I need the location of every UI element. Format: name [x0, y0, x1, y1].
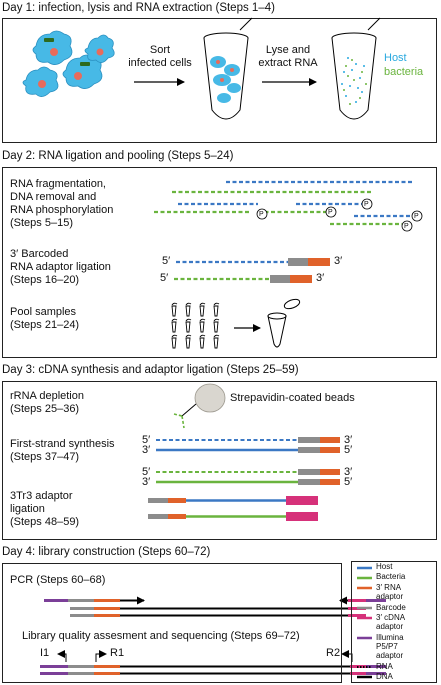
legend-illumina: Illumina P5/P7 adaptor: [376, 633, 404, 660]
phosphate-label: P: [328, 209, 333, 216]
three-prime-label: 3′: [344, 434, 353, 446]
first-strand-bacteria: [156, 469, 340, 485]
seq-label: Library quality assesment and sequencing…: [22, 630, 300, 642]
i1-label: I1: [40, 647, 50, 659]
day2-step-pool: Pool samples (Steps 21–24): [10, 306, 80, 331]
pcr-strand-1: [44, 596, 145, 605]
five-prime-label: 5′: [142, 466, 151, 478]
seq-strand-bottom: [40, 672, 386, 675]
ligated-host-rna: [176, 258, 330, 266]
five-prime-label: 5′: [142, 434, 151, 446]
beads-label: Strepavidin-coated beads: [230, 392, 355, 404]
legend-rna-adaptor: 3′ RNA adaptor: [376, 583, 404, 601]
pooled-tube-icon: [267, 298, 301, 348]
day2-panel: [2, 167, 437, 358]
phosphate-label: P: [404, 223, 409, 230]
day4-title: Day 4: library construction (Steps 60–72…: [2, 546, 211, 558]
adaptor-ligated-bacteria: [148, 512, 318, 521]
r2-label: R2: [326, 647, 341, 659]
three-prime-label: 3′: [344, 466, 353, 478]
first-strand-host: [156, 437, 340, 453]
legend-barcode: Barcode: [376, 603, 406, 612]
day4-panel: [2, 563, 342, 683]
tube-rna-icon: [331, 17, 381, 120]
sample-tubes-icon: [171, 302, 220, 349]
phosphate-label: P: [414, 213, 419, 220]
legend-host: Host: [376, 562, 393, 571]
phosphate-label: P: [364, 201, 369, 208]
bead-icon: [173, 383, 226, 429]
day3-step-depletion: rRNA depletion (Steps 25–36): [10, 390, 84, 415]
tube-cells-icon: [203, 17, 253, 120]
host-label: Host: [384, 52, 407, 64]
day1-title: Day 1: infection, lysis and RNA extracti…: [2, 2, 275, 14]
phosphate-label: P: [259, 211, 264, 218]
legend-box: [351, 561, 437, 683]
day3-step-first-strand: First-strand synthesis (Steps 37–47): [10, 438, 115, 463]
lyse-label: Lyse and extract RNA: [258, 44, 318, 69]
day3-step-adaptor: 3Tr3 adaptor ligation (Steps 48–59): [10, 490, 80, 528]
day3-title: Day 3: cDNA synthesis and adaptor ligati…: [2, 364, 299, 376]
fragments-group: [154, 180, 412, 226]
day1-panel: [2, 18, 437, 143]
bacteria-label: bacteria: [384, 66, 424, 78]
five-prime-label: 5′: [344, 444, 353, 456]
legend-rna: RNA: [376, 662, 393, 671]
three-prime-label: 3′: [316, 272, 325, 284]
day2-step-fragmentation: RNA fragmentation, DNA removal and RNA p…: [10, 178, 114, 229]
legend-dna: DNA: [376, 672, 393, 681]
infected-cells-icon: [22, 30, 115, 97]
day2-step-ligation: 3′ Barcoded RNA adaptor ligation (Steps …: [10, 248, 111, 286]
phosphate-marks: [256, 198, 423, 232]
five-prime-label: 5′: [162, 255, 171, 267]
three-prime-label: 3′: [142, 444, 151, 456]
r1-label: R1: [110, 647, 125, 659]
legend-swatches: [357, 566, 372, 679]
pcr-label: PCR (Steps 60–68): [10, 574, 106, 586]
day2-title: Day 2: RNA ligation and pooling (Steps 5…: [2, 150, 234, 162]
legend-cdna-adaptor: 3′ cDNA adaptor: [376, 613, 406, 631]
sort-label: Sort infected cells: [128, 44, 192, 69]
five-prime-label: 5′: [160, 272, 169, 284]
three-prime-label: 3′: [142, 476, 151, 488]
day3-panel: [2, 381, 437, 540]
legend-bacteria: Bacteria: [376, 572, 406, 581]
adaptor-ligated-host: [148, 496, 318, 505]
ligated-bacteria-rna: [174, 275, 312, 283]
five-prime-label: 5′: [344, 476, 353, 488]
pcr-strand-3: [70, 614, 366, 617]
read-primer-arrows: [57, 650, 353, 662]
three-prime-label: 3′: [334, 255, 343, 267]
